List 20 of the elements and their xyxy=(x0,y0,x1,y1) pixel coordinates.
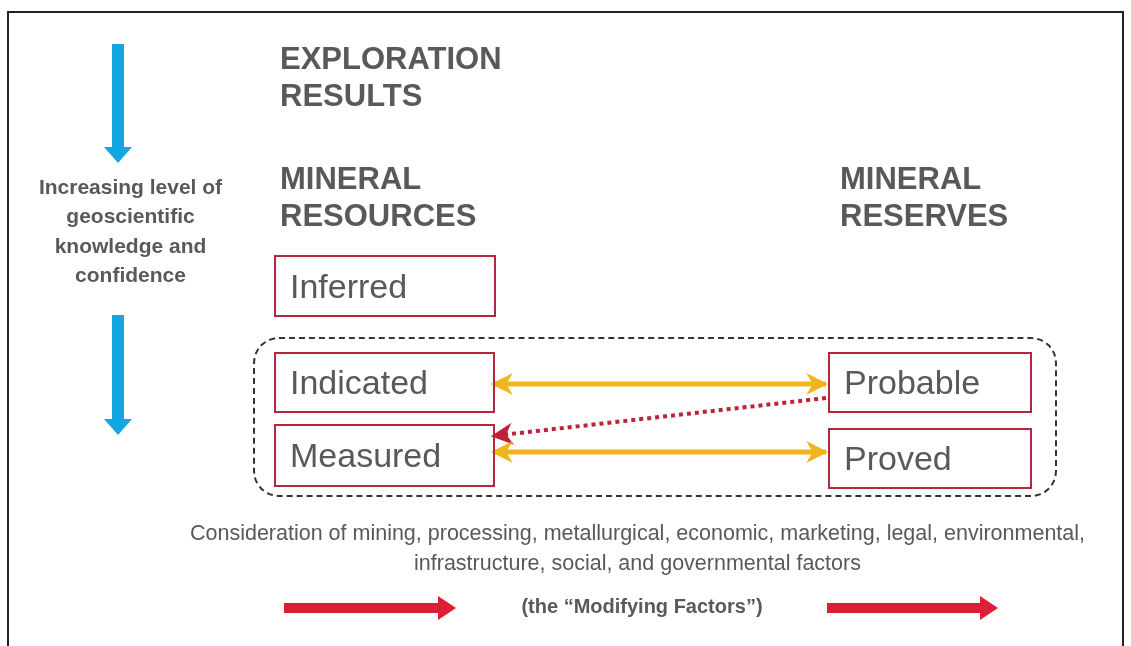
heading: MINERAL RESOURCES xyxy=(280,160,478,235)
side-note: Increasing level of geoscientific knowledge and confidence xyxy=(37,174,224,289)
note-text: (the “Modifying Factors”) xyxy=(520,594,764,619)
box-label: Proved xyxy=(844,439,952,478)
dashed-group-box xyxy=(253,337,1057,497)
heading: MINERAL RESERVES xyxy=(840,160,1010,235)
box-label: Indicated xyxy=(290,363,428,402)
box-label: Probable xyxy=(844,363,981,402)
box-label: Inferred xyxy=(290,266,408,306)
note-text: Consideration of mining, processing, metallurgical, economic, marketing, legal, environmental, infrastructure, social, and governmental factors xyxy=(188,520,1087,578)
arrow xyxy=(490,373,829,395)
category-box xyxy=(274,255,496,317)
category-box xyxy=(274,352,495,413)
arrow xyxy=(490,441,829,463)
arrow xyxy=(490,396,827,445)
box-label: Measured xyxy=(290,436,442,475)
category-box xyxy=(828,428,1032,489)
category-box xyxy=(274,424,495,487)
heading: EXPLORATION RESULTS xyxy=(280,40,503,115)
category-box xyxy=(828,352,1032,413)
